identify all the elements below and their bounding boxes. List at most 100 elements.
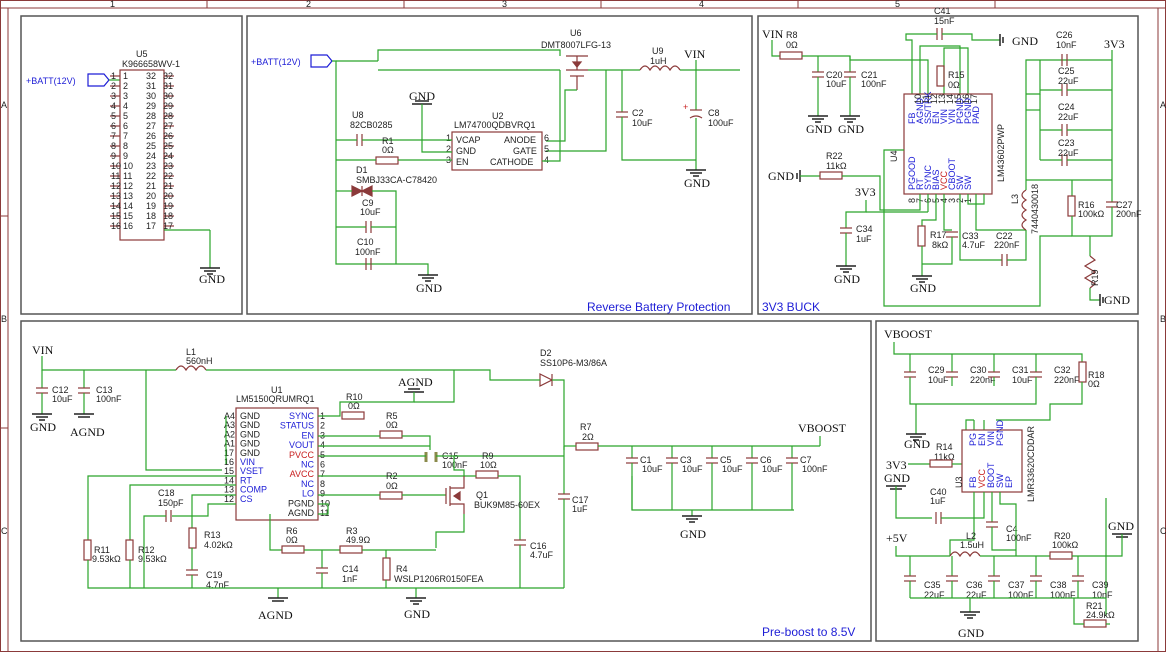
r20-resistor[interactable] xyxy=(1049,551,1073,560)
r10-resistor[interactable] xyxy=(341,411,365,420)
r16-resistor[interactable] xyxy=(1067,195,1076,217)
r13-resistor[interactable] xyxy=(188,527,197,549)
u9-ref: U9 xyxy=(652,46,664,56)
r10-ref: R10 xyxy=(346,392,363,402)
r5-resistor[interactable] xyxy=(379,430,403,439)
u4-pin-label: AGND xyxy=(915,97,925,124)
r2-resistor[interactable] xyxy=(379,491,403,500)
c21-capacitor[interactable] xyxy=(844,71,856,78)
l2-inductor[interactable] xyxy=(949,551,981,558)
c26-capacitor[interactable] xyxy=(1061,54,1068,66)
agnd-symbol xyxy=(74,413,94,418)
l1-inductor[interactable] xyxy=(175,365,207,372)
r8-resistor[interactable] xyxy=(779,51,803,60)
c37-value: 100nF xyxy=(1008,590,1034,600)
c15-capacitor[interactable] xyxy=(424,452,438,462)
u5-pin-number: 27 xyxy=(146,121,156,131)
c24-capacitor[interactable] xyxy=(1061,124,1068,136)
u3-pin-label: VIN xyxy=(986,431,996,446)
u1-pin-label: GND xyxy=(240,420,261,430)
r6-resistor[interactable] xyxy=(281,545,305,554)
c8-capacitor[interactable]: + xyxy=(683,102,703,119)
c19-capacitor[interactable] xyxy=(186,569,198,576)
block-title-buck: 3V3 BUCK xyxy=(762,300,820,314)
r15-resistor[interactable] xyxy=(936,65,945,87)
r12-resistor[interactable] xyxy=(125,539,134,561)
u3-lmr33620[interactable] xyxy=(961,429,1023,493)
u4-pin-label: EN xyxy=(931,111,941,124)
u1-pin-label: AVCC xyxy=(290,469,315,479)
l3-ref: L3 xyxy=(1010,194,1020,204)
r18-resistor[interactable] xyxy=(1078,361,1087,383)
r3-resistor[interactable] xyxy=(339,545,363,554)
c13-capacitor[interactable] xyxy=(78,387,90,394)
c16-value: 4.7uF xyxy=(530,550,554,560)
u1-pin-label: AGND xyxy=(288,508,315,518)
c12-capacitor[interactable] xyxy=(36,387,48,394)
u5-value: K966658WV-1 xyxy=(122,59,180,69)
c34-capacitor[interactable] xyxy=(840,227,852,234)
c40-capacitor[interactable] xyxy=(935,512,942,524)
u5-pin-number: 31 xyxy=(163,81,173,91)
c14-value: 1nF xyxy=(342,574,358,584)
c3-value: 10uF xyxy=(682,464,703,474)
u1-pin-label: COMP xyxy=(240,485,267,495)
u1-lm5150[interactable] xyxy=(235,407,319,521)
c30-ref: C30 xyxy=(970,365,987,375)
gnd-symbol xyxy=(836,265,856,273)
c16-capacitor[interactable] xyxy=(514,539,526,546)
row-label: C xyxy=(1160,526,1166,536)
u1-pin-label: VOUT xyxy=(289,440,315,450)
u4-value: LM43602PWP xyxy=(996,124,1006,182)
r19-resistor[interactable] xyxy=(1083,255,1097,289)
u5-connector[interactable] xyxy=(119,69,165,241)
d2-schottky-diode[interactable] xyxy=(539,373,554,387)
block-reverse-protection xyxy=(246,15,753,315)
u5-pin-number: 1 xyxy=(123,71,128,81)
c22-capacitor[interactable] xyxy=(1001,254,1008,266)
c2-capacitor[interactable] xyxy=(616,111,628,118)
l3-inductor[interactable] xyxy=(1021,189,1028,231)
c14-capacitor[interactable] xyxy=(316,567,328,574)
u6-mosfet[interactable] xyxy=(566,55,588,90)
u1-pin-label: NC xyxy=(301,460,314,470)
c17-ref: C17 xyxy=(572,495,589,505)
u4-lm43602[interactable] xyxy=(903,93,993,195)
u9-inductor[interactable] xyxy=(639,65,681,72)
c9-capacitor[interactable] xyxy=(365,221,372,233)
c13-value: 100nF xyxy=(96,394,122,404)
u8-capacitor[interactable] xyxy=(356,134,363,146)
gnd-label: GND xyxy=(199,272,225,286)
c20-capacitor[interactable] xyxy=(812,71,824,78)
u4-pin-label: SYNC xyxy=(923,164,933,190)
r21-resistor[interactable] xyxy=(1083,619,1107,628)
r17-resistor[interactable] xyxy=(917,225,926,247)
c41-capacitor[interactable] xyxy=(936,28,943,40)
c18-capacitor[interactable] xyxy=(165,510,172,522)
agnd-symbol xyxy=(404,388,424,393)
r11-resistor[interactable] xyxy=(83,539,92,561)
q1-mosfet[interactable] xyxy=(445,476,465,514)
u5-pin-number: 17 xyxy=(163,221,173,231)
c17-capacitor[interactable] xyxy=(558,493,570,500)
u5-pin-number: 29 xyxy=(146,101,156,111)
r20-value: 100kΩ xyxy=(1052,540,1079,550)
r7-resistor[interactable] xyxy=(575,442,599,451)
agnd-symbol xyxy=(268,597,288,602)
c10-capacitor[interactable] xyxy=(365,258,372,270)
u1-pin-number: 17 xyxy=(224,448,234,458)
r4-resistor[interactable] xyxy=(382,557,391,581)
c4-capacitor[interactable] xyxy=(986,521,998,528)
u1-pin-label: VIN xyxy=(240,457,255,467)
u2-lm74700[interactable] xyxy=(451,131,543,171)
c33-capacitor[interactable] xyxy=(946,231,958,238)
r9-resistor[interactable] xyxy=(475,470,499,479)
u5-pin-number: 9 xyxy=(111,151,116,161)
u5-pin-number: 11 xyxy=(123,171,132,181)
r22-resistor[interactable] xyxy=(819,171,843,180)
r3-value: 49.9Ω xyxy=(346,535,371,545)
r1-resistor[interactable] xyxy=(375,156,399,165)
d1-tvs-diode[interactable] xyxy=(351,185,373,197)
u1-pin-number: 5 xyxy=(320,450,325,460)
